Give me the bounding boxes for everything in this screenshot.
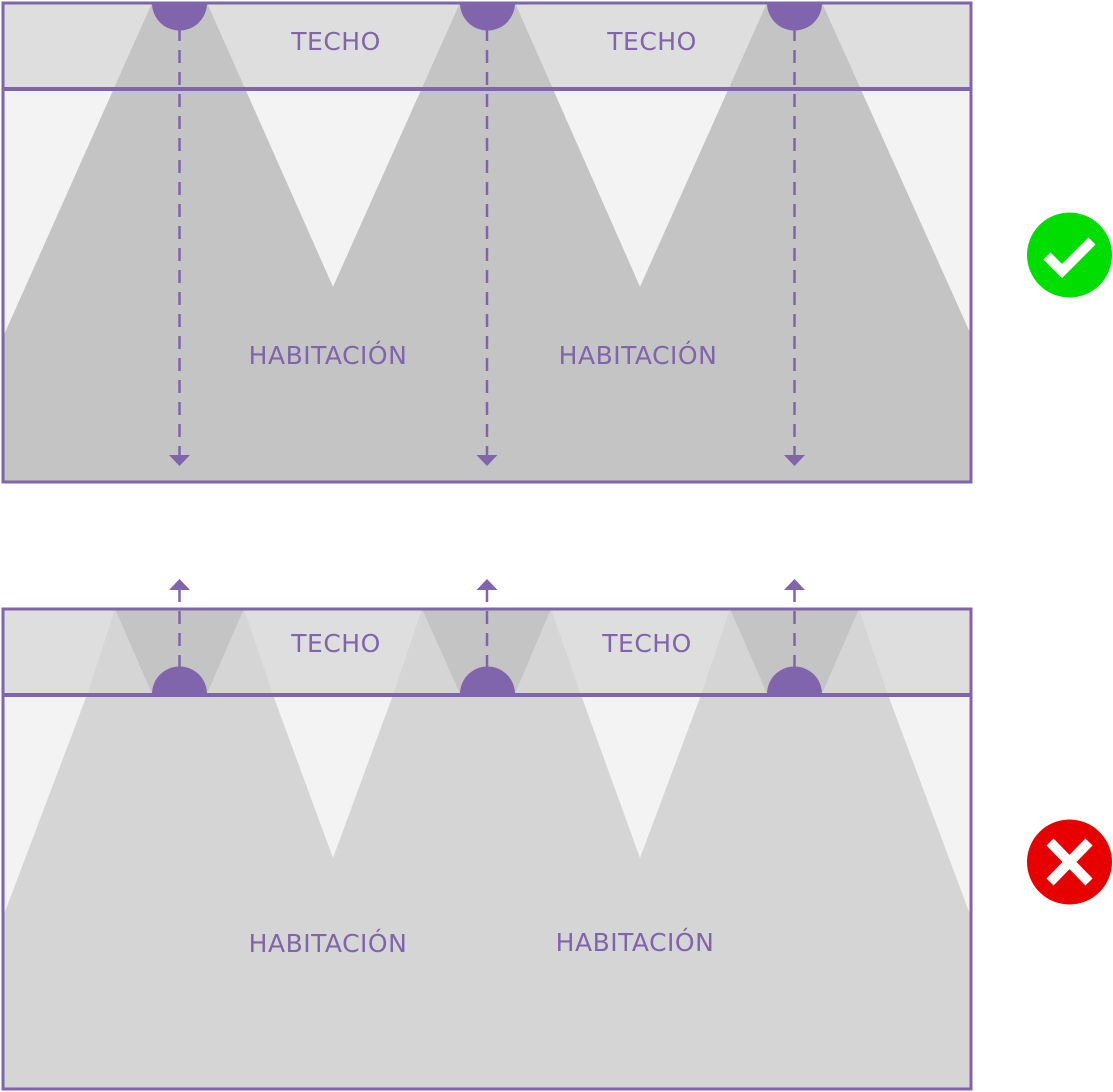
panel-correct: TECHO TECHO HABITACIÓN HABITACIÓN [1, 1, 973, 484]
arrow-head [476, 579, 498, 590]
light-fixture [152, 3, 207, 31]
x-circle-icon [1027, 819, 1112, 905]
ceiling-label: TECHO [606, 27, 697, 56]
check-circle-icon [1027, 212, 1112, 298]
light-fixture [766, 3, 822, 31]
ceiling-label: TECHO [290, 27, 381, 56]
light-fixture [460, 666, 515, 694]
room-label: HABITACIÓN [249, 928, 408, 958]
arrow-head [476, 455, 498, 466]
arrow-head [169, 579, 190, 590]
arrow-head [169, 455, 190, 466]
arrow-head [784, 455, 805, 466]
light-beams [3, 609, 971, 1089]
room-label: HABITACIÓN [249, 340, 408, 370]
light-fixture [766, 666, 822, 694]
room-label: HABITACIÓN [556, 927, 715, 957]
arrow-head [784, 579, 805, 590]
light-fixture [460, 3, 515, 31]
light-beams [3, 3, 971, 482]
room-label: HABITACIÓN [559, 340, 718, 370]
panel-border [1, 607, 973, 1091]
panel-border [1, 1, 973, 484]
ceiling-label: TECHO [601, 629, 692, 658]
ceiling-label: TECHO [290, 629, 381, 658]
light-fixture [152, 666, 207, 694]
panel-incorrect: TECHO TECHO HABITACIÓN HABITACIÓN [1, 579, 973, 1091]
